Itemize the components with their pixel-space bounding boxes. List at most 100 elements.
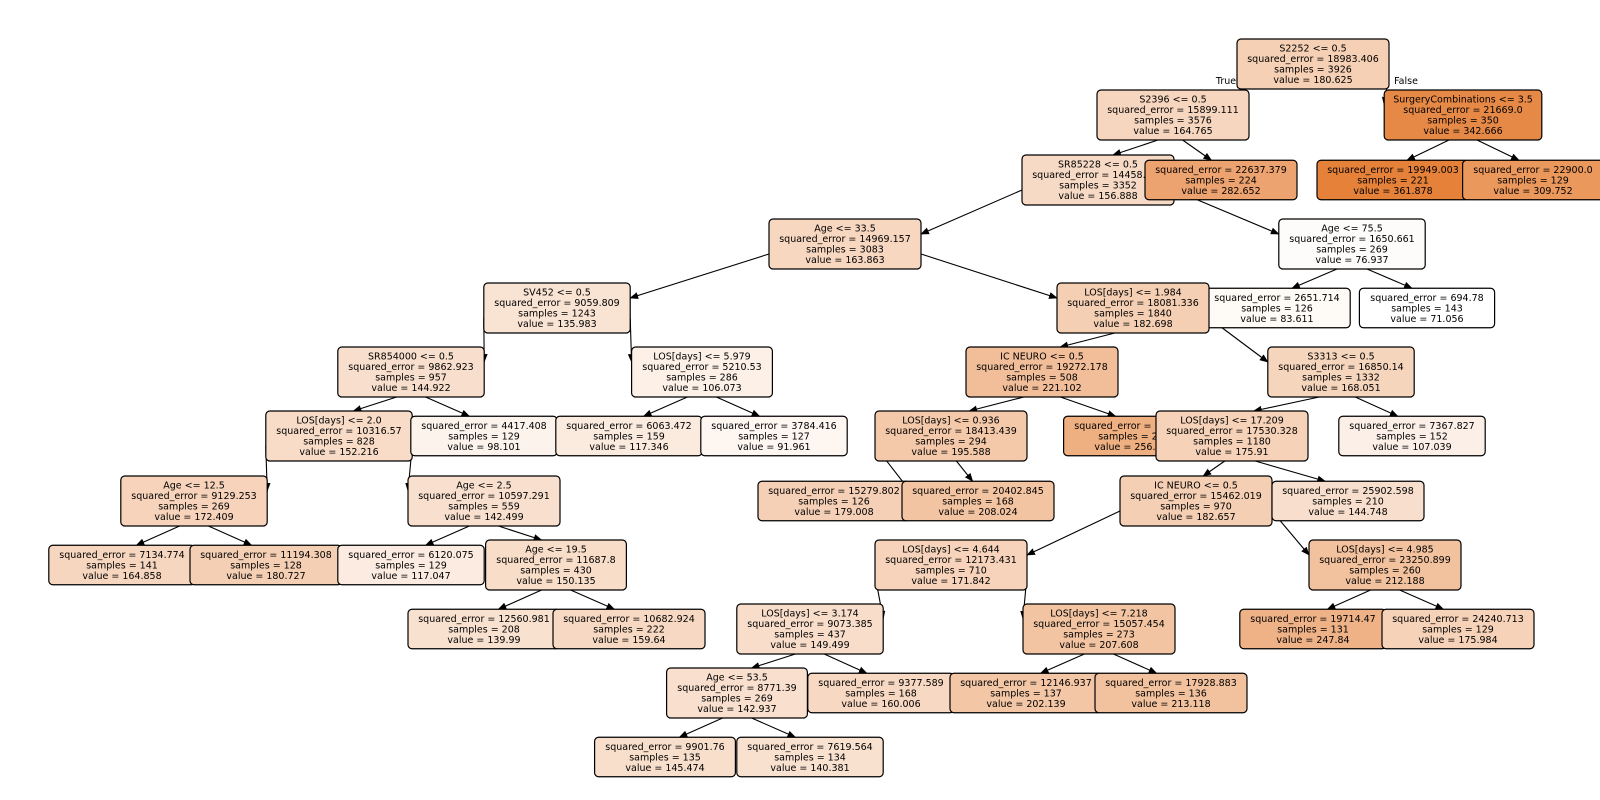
tree-node-line: value = 139.99 — [447, 635, 520, 646]
tree-node-line: samples = 126 — [1241, 303, 1313, 314]
tree-node-line: value = 282.652 — [1181, 186, 1260, 197]
tree-node-line: samples = 136 — [1135, 688, 1207, 699]
tree-node-line: value = 221.102 — [1002, 383, 1081, 394]
tree-node-line: samples = 1180 — [1193, 437, 1271, 448]
tree-node-line: samples = 143 — [1391, 303, 1463, 314]
tree-node-box — [901, 480, 1055, 522]
tree-edge-n16-n24 — [1354, 396, 1399, 417]
tree-node-line: SR85228 <= 0.5 — [1058, 160, 1138, 171]
tree-edge-n21-n28 — [955, 460, 974, 482]
tree-node-box — [593, 736, 736, 778]
tree-node-line: squared_error = 24240.713 — [1392, 614, 1524, 625]
tree-node-line: IC NEURO <= 0.5 — [1000, 352, 1084, 363]
tree-node-line: squared_error = 15462.019 — [1130, 491, 1262, 502]
tree-node-line: samples = 222 — [593, 624, 665, 635]
tree-node-box — [1056, 282, 1210, 334]
tree-node-box — [1155, 410, 1309, 462]
tree-node-line: samples = 3352 — [1059, 181, 1137, 192]
tree-node-line: samples = 126 — [798, 496, 870, 507]
tree-edge-n15-n22 — [1060, 396, 1117, 417]
tree-node-line: value = 135.983 — [517, 319, 596, 330]
tree-edge-n23-n29 — [1202, 460, 1226, 477]
tree-node-line: value = 144.748 — [1308, 507, 1387, 518]
tree-node-line: value = 106.073 — [662, 383, 741, 394]
tree-node-line: squared_error = 7367.827 — [1349, 421, 1474, 432]
tree-node-line: value = 142.499 — [444, 512, 523, 523]
tree-node-line: Age <= 75.5 — [1321, 224, 1383, 235]
tree-edge-n25-n31 — [135, 525, 180, 546]
tree-node-box — [874, 410, 1028, 462]
tree-edge-n43-n47 — [678, 717, 723, 738]
tree-node-line: value = 179.008 — [794, 507, 873, 518]
tree-node-line: squared_error = 22637.379 — [1155, 165, 1287, 176]
tree-node-line: squared_error = 16850.14 — [1278, 362, 1403, 373]
tree-node-line: squared_error = 18329.0 — [1074, 421, 1193, 432]
tree-node-box — [1267, 346, 1415, 398]
tree-node-line: squared_error = 6120.075 — [348, 550, 473, 561]
tree-node-line: LOS[days] <= 3.174 — [761, 609, 858, 620]
tree-node-line: squared_error = 18413.439 — [885, 426, 1017, 437]
tree-node-line: samples = 970 — [1160, 502, 1232, 513]
tree-node-line: samples = 294 — [915, 437, 987, 448]
tree-edge-n7-n11 — [629, 253, 770, 299]
tree-node-line: samples = 168 — [942, 496, 1014, 507]
tree-node-line: value = 159.64 — [592, 635, 665, 646]
tree-node-box — [483, 282, 631, 334]
tree-edge-n7-n12 — [920, 253, 1058, 299]
tree-node-line: value = 207.608 — [1059, 640, 1138, 651]
tree-node-box — [700, 415, 848, 457]
tree-node-line: value = 168.051 — [1301, 383, 1380, 394]
tree-node-line: samples = 437 — [774, 630, 846, 641]
tree-node-line: LOS[days] <= 17.209 — [1180, 416, 1284, 427]
tree-node-line: squared_error = 12146.937 — [960, 678, 1092, 689]
tree-node-line: samples = 128 — [230, 560, 302, 571]
tree-node-line: squared_error = 10597.291 — [418, 491, 550, 502]
tree-edge-n3-n7 — [920, 189, 1023, 235]
tree-node-box — [552, 608, 706, 650]
tree-node-line: squared_error = 4417.408 — [421, 421, 546, 432]
tree-node-line: samples = 127 — [738, 431, 810, 442]
tree-edge-n40-n46 — [1113, 653, 1158, 674]
tree-node-line: value = 149.499 — [770, 640, 849, 651]
tree-node-line: samples = 3926 — [1274, 65, 1352, 76]
tree-node-line: squared_error = 19949.003 — [1327, 165, 1459, 176]
tree-node-box — [337, 346, 485, 398]
tree-node-line: squared_error = 20402.845 — [912, 486, 1044, 497]
tree-node-box — [1308, 539, 1462, 591]
tree-node-line: squared_error = 10316.57 — [276, 426, 401, 437]
tree-edge-n8-n10 — [1366, 268, 1413, 289]
tree-node-line: value = 182.698 — [1093, 319, 1172, 330]
tree-edge-n34-n38 — [570, 589, 616, 610]
tree-node-line: LOS[days] <= 0.936 — [902, 416, 999, 427]
tree-edge-n14-n20 — [716, 396, 761, 417]
tree-node-line: value = 142.937 — [697, 704, 776, 715]
tree-node-line: squared_error = 17530.328 — [1166, 426, 1298, 437]
tree-edge-n34-n37 — [497, 589, 542, 610]
tree-node-line: squared_error = 18983.406 — [1247, 54, 1379, 65]
tree-node-line: samples = 129 — [1422, 624, 1494, 635]
tree-node-line: squared_error = 18081.336 — [1067, 298, 1199, 309]
tree-node-line: value = 172.409 — [154, 512, 233, 523]
tree-node-line: squared_error = 7134.774 — [59, 550, 184, 561]
tree-node-line: LOS[days] <= 4.985 — [1336, 545, 1433, 556]
tree-edge-n36-n41 — [1326, 589, 1371, 610]
tree-node-box — [736, 736, 884, 778]
tree-node-line: squared_error = 9901.76 — [605, 742, 724, 753]
